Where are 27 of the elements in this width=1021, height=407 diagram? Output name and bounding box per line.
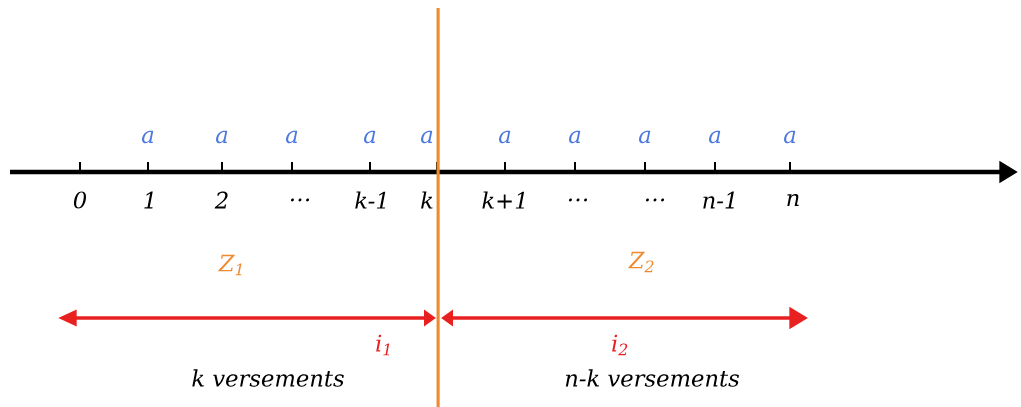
tick-label: …	[645, 198, 665, 202]
tick-label: 0	[73, 191, 87, 209]
payment-label: a	[709, 130, 721, 144]
tick-label: …	[568, 198, 588, 202]
payment-label: a	[286, 130, 298, 144]
tick-label: 1	[144, 191, 153, 209]
payment-label: a	[142, 130, 154, 144]
rate-label: i$_{2}$	[612, 334, 628, 356]
payment-label: a	[639, 130, 651, 144]
tick-label: k-1	[355, 191, 386, 209]
payment-label: a	[499, 130, 511, 144]
count-label: n-k versements	[565, 369, 739, 387]
rate-label: Z$_{1}$	[218, 254, 242, 276]
payment-label: a	[364, 130, 376, 144]
rate-label: Z$_{2}$	[628, 251, 654, 273]
tick-label: k	[421, 191, 433, 209]
count-label: k versements	[192, 369, 344, 387]
payment-label: a	[784, 130, 796, 144]
tick-label: k+1	[482, 191, 525, 209]
payment-label: a	[216, 130, 228, 144]
payment-label: a	[569, 130, 581, 144]
tick-label: n-1	[703, 191, 734, 209]
tick-label: n	[787, 193, 799, 207]
payment-label: a	[421, 130, 433, 144]
tick-label: 2	[214, 191, 228, 209]
rate-label: i$_{1}$	[376, 334, 390, 356]
tick-label: …	[290, 198, 310, 202]
